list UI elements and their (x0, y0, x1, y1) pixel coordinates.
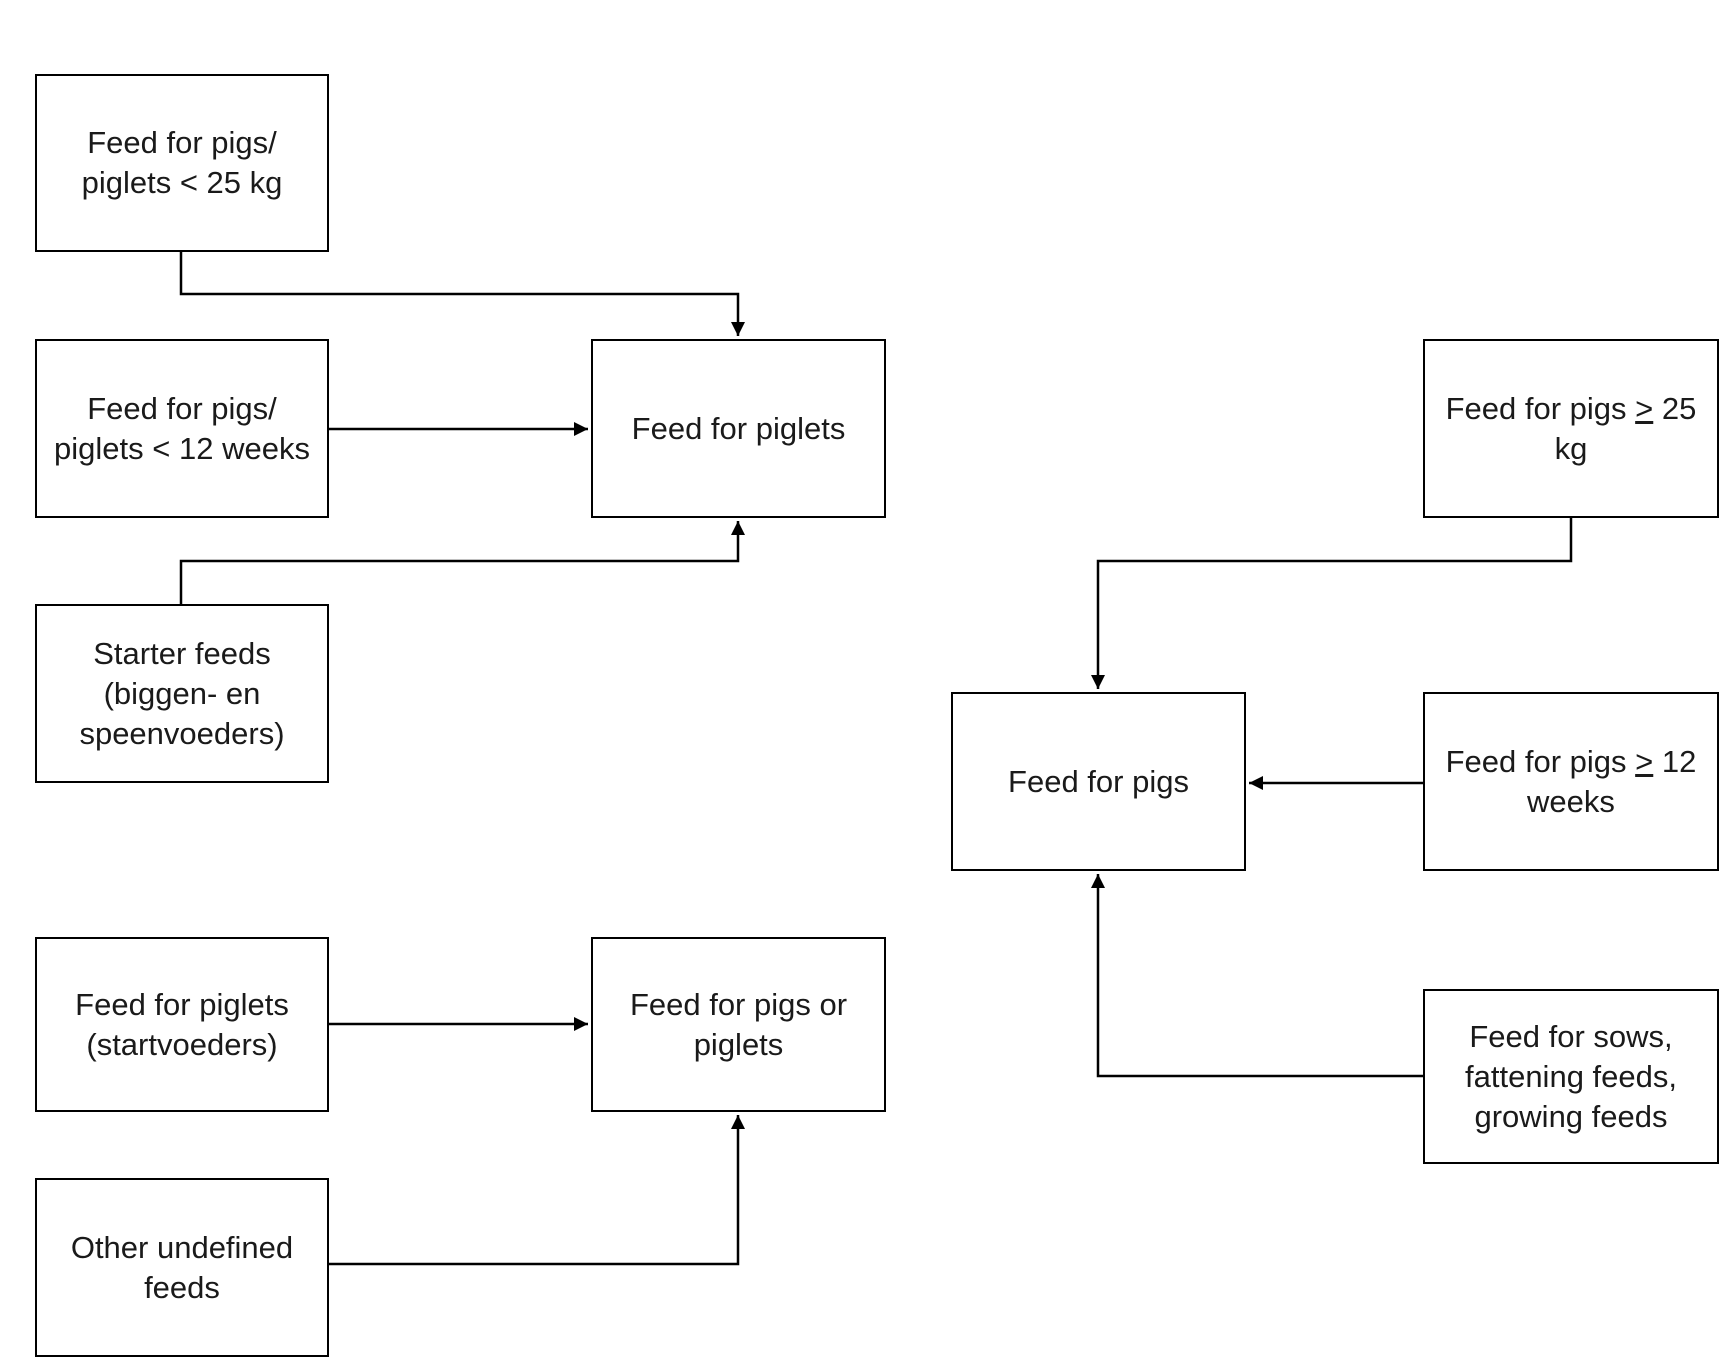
box-feed-pigs-25kg-or-more: Feed for pigs > 25 kg (1423, 339, 1719, 518)
edge-starter-to-piglets (179, 521, 745, 604)
box-label: Other undefined feeds (70, 1229, 294, 1305)
label-suffix: 25 kg (1554, 390, 1697, 466)
box-feed-for-pigs: Feed for pigs (951, 692, 1246, 871)
box-label: Feed for pigs > 25 kg (1446, 389, 1697, 469)
edge-ge25kg-to-pigs (1091, 518, 1573, 689)
box-feed-for-sows-fattening-growing: Feed for sows, fattening feeds, growing … (1423, 989, 1719, 1164)
box-label: Feed for pigs (1008, 763, 1189, 799)
label-prefix: Feed for pigs (1445, 390, 1636, 426)
box-label: Feed for piglets (631, 410, 846, 446)
box-feed-pigs-12-weeks-or-more: Feed for pigs > 12 weeks (1423, 692, 1719, 871)
box-feed-for-piglets: Feed for piglets (591, 339, 886, 518)
label-suffix: 12 weeks (1527, 743, 1697, 819)
box-feed-pigs-piglets-under-25kg: Feed for pigs/ piglets < 25 kg (35, 74, 329, 252)
box-label: Feed for piglets (startvoeders) (75, 986, 289, 1062)
box-label: Feed for sows, fattening feeds, growing … (1465, 1018, 1677, 1134)
box-feed-for-pigs-or-piglets: Feed for pigs or piglets (591, 937, 886, 1112)
box-feed-pigs-piglets-under-12-weeks: Feed for pigs/ piglets < 12 weeks (35, 339, 329, 518)
edge-undefined-to-pigs-or-piglets (329, 1115, 745, 1266)
greater-equal-symbol: > (1635, 390, 1654, 426)
edge-lt25kg-to-piglets (179, 252, 745, 336)
box-label: Feed for pigs/ piglets < 25 kg (81, 125, 283, 200)
edge-sows-to-pigs (1091, 874, 1423, 1078)
box-label: Feed for pigs > 12 weeks (1446, 742, 1697, 822)
box-other-undefined-feeds: Other undefined feeds (35, 1178, 329, 1357)
box-feed-for-piglets-startvoeders: Feed for piglets (startvoeders) (35, 937, 329, 1112)
box-label: Feed for pigs or piglets (629, 986, 848, 1062)
box-label: Starter feeds (biggen- en speenvoeders) (79, 635, 285, 751)
box-starter-feeds: Starter feeds (biggen- en speenvoeders) (35, 604, 329, 783)
box-label: Feed for pigs/ piglets < 12 weeks (54, 390, 310, 466)
label-prefix: Feed for pigs (1445, 743, 1636, 779)
greater-equal-symbol: > (1635, 743, 1654, 779)
